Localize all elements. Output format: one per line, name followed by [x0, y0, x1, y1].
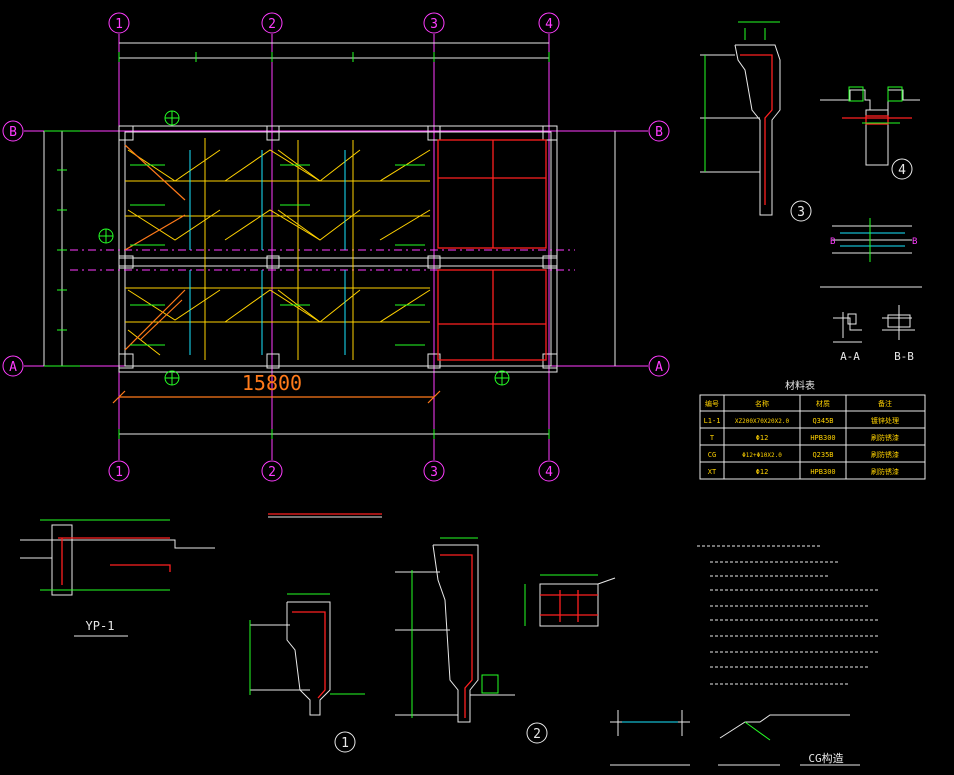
bottom-title [268, 513, 382, 518]
table-cell-r0c0: L1-1 [704, 417, 721, 425]
yp-1-detail: YP-1 [20, 519, 215, 637]
axis-label-1-bottom: 1 [115, 465, 123, 480]
detail-2-label: 2 [533, 727, 541, 742]
plan-orange-braces [124, 144, 186, 351]
table-cell-r2c0: CG [708, 451, 716, 459]
table-header-2: 材质 [816, 399, 830, 408]
axis-label-2-bottom: 2 [268, 465, 276, 480]
plan-dimensions [43, 42, 616, 439]
svg-text:B: B [830, 237, 835, 247]
axis-label-3-bottom: 3 [430, 465, 438, 480]
table-cell-r1c2: HPB300 [810, 434, 835, 442]
axis-label-4-bottom: 4 [545, 465, 553, 480]
detail-4-label: 4 [898, 163, 906, 178]
axis-bubbles-bottom: 1 2 3 4 [108, 460, 560, 482]
section-b-b: B-B [882, 305, 915, 363]
table-cell-r2c1: Φ12+Φ10X2.0 [742, 452, 782, 459]
axis-label-1-top: 1 [115, 17, 123, 32]
detail-3: 3 [700, 21, 812, 222]
notes-block [697, 545, 880, 685]
plan-right-bay [437, 139, 547, 361]
plan-section-markers [98, 110, 510, 386]
embed-detail [524, 574, 616, 627]
table-cell-r1c3: 刷防锈漆 [871, 433, 899, 442]
plan-axis-lines [24, 34, 648, 460]
rail-details: CG构造 [610, 710, 860, 766]
axis-label-4-top: 4 [545, 17, 553, 32]
detail-1: 1 [249, 593, 365, 753]
table-cell-r0c1: XZ200X70X20X2.0 [735, 418, 790, 425]
axis-bubbles-top: 1 2 3 4 [108, 12, 560, 34]
axis-label-a-left: A [9, 360, 17, 375]
overall-dimension: 15800 [112, 371, 441, 404]
cg-label: CG构造 [808, 751, 843, 765]
table-cell-r1c0: T [710, 434, 715, 442]
table-cell-r1c1: Φ12 [756, 434, 769, 442]
detail-2: 2 [395, 537, 548, 744]
materials-table-title: 材料表 [785, 379, 815, 392]
table-cell-r2c2: Q235B [812, 451, 833, 459]
table-header-3: 备注 [878, 399, 892, 408]
detail-3-label: 3 [797, 205, 805, 220]
axis-label-2-top: 2 [268, 17, 276, 32]
detail-1-label: 1 [341, 736, 349, 751]
plan-frame [70, 125, 575, 373]
section-a-a: A-A [833, 312, 862, 363]
svg-text:B: B [912, 237, 917, 247]
table-header-0: 编号 [705, 399, 719, 408]
plan-green-leaders [130, 164, 425, 346]
table-cell-r3c0: XT [708, 468, 717, 476]
overall-dimension-label: 15800 [242, 371, 302, 395]
axis-label-3-top: 3 [430, 17, 438, 32]
section-b-b-label: B-B [894, 350, 914, 363]
axis-label-b-right: B [655, 125, 663, 140]
axis-label-b-left: B [9, 125, 17, 140]
table-cell-r2c3: 刷防锈漆 [871, 450, 899, 459]
table-cell-r0c3: 镀锌处理 [871, 416, 899, 425]
table-cell-r3c2: HPB300 [810, 468, 835, 476]
joint-detail: B B [820, 218, 922, 288]
plan-cyan-ribs [189, 150, 346, 355]
plan-beams [125, 138, 431, 360]
table-cell-r3c3: 刷防锈漆 [871, 467, 899, 476]
section-a-a-label: A-A [840, 350, 860, 363]
materials-table: 材料表 [699, 379, 926, 480]
axis-label-a-right: A [655, 360, 663, 375]
table-cell-r0c2: Q345B [812, 417, 833, 425]
detail-4: 4 [820, 86, 920, 180]
yp-1-label: YP-1 [86, 619, 115, 633]
materials-table-text: 编号 名称 材质 备注 L1-1 XZ200X70X20X2.0 Q345B 镀… [704, 399, 899, 476]
table-header-1: 名称 [755, 399, 769, 408]
table-cell-r3c1: Φ12 [756, 468, 769, 476]
axis-bubbles-rows: B A B A [2, 120, 670, 377]
